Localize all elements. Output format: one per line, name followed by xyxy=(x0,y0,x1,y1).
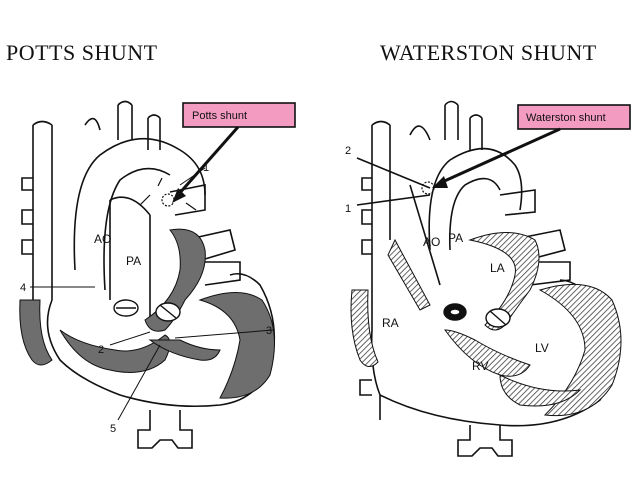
left-aortic-arch xyxy=(73,137,206,291)
potts-heart-walls xyxy=(19,228,275,399)
potts-num-5: 5 xyxy=(110,423,116,435)
left-heart-outline xyxy=(46,272,276,408)
left-vena-branches xyxy=(21,177,33,255)
left-vena-cava xyxy=(32,120,53,330)
left-pa-branches xyxy=(184,229,241,286)
potts-callout-box xyxy=(182,102,296,128)
left-ivc xyxy=(137,410,193,449)
waterston-callout-arrow xyxy=(439,127,561,185)
potts-heart-diagram xyxy=(21,100,276,449)
waterston-label-pa: PA xyxy=(448,231,463,245)
potts-num-2: 2 xyxy=(98,344,104,356)
right-vena-branches xyxy=(361,177,372,255)
waterston-callout-box xyxy=(517,104,631,130)
potts-callout-arrow xyxy=(176,126,240,196)
waterston-label-rv: RV xyxy=(472,359,488,373)
waterston-heart-walls xyxy=(350,232,622,417)
title-waterston-shunt: WATERSTON SHUNT xyxy=(380,40,597,65)
potts-label-ao: AO xyxy=(94,232,111,246)
left-arch-branches xyxy=(84,100,161,150)
potts-callout-arrowhead xyxy=(172,188,186,203)
waterston-valves xyxy=(443,303,511,328)
right-ivc xyxy=(457,425,513,457)
waterston-num-1: 1 xyxy=(345,203,351,215)
waterston-label-ra: RA xyxy=(382,316,399,330)
right-pa-branches xyxy=(509,229,571,286)
potts-callout-text: Potts shunt xyxy=(192,110,247,122)
title-potts-shunt: POTTS SHUNT xyxy=(6,40,158,65)
potts-num-3: 3 xyxy=(266,325,272,337)
waterston-callout-text: Waterston shunt xyxy=(526,112,606,124)
right-arch-branches xyxy=(409,100,483,150)
right-svc xyxy=(371,120,391,330)
potts-leaders xyxy=(30,167,274,421)
right-descending-aorta xyxy=(499,189,536,216)
potts-num-1: 1 xyxy=(203,162,209,174)
right-shunt-lines xyxy=(356,157,441,286)
waterston-callout-arrowhead xyxy=(432,176,448,188)
waterston-num-2: 2 xyxy=(345,145,351,157)
waterston-label-la: LA xyxy=(490,261,505,275)
potts-num-4: 4 xyxy=(20,282,26,294)
left-pa-trunk xyxy=(109,196,151,320)
potts-label-pa: PA xyxy=(126,254,141,268)
left-descending-aorta xyxy=(169,184,206,216)
waterston-label-ao: AO xyxy=(423,235,440,249)
potts-valves xyxy=(113,299,181,322)
waterston-label-lv: LV xyxy=(535,341,549,355)
right-aortic-arch xyxy=(428,147,523,251)
